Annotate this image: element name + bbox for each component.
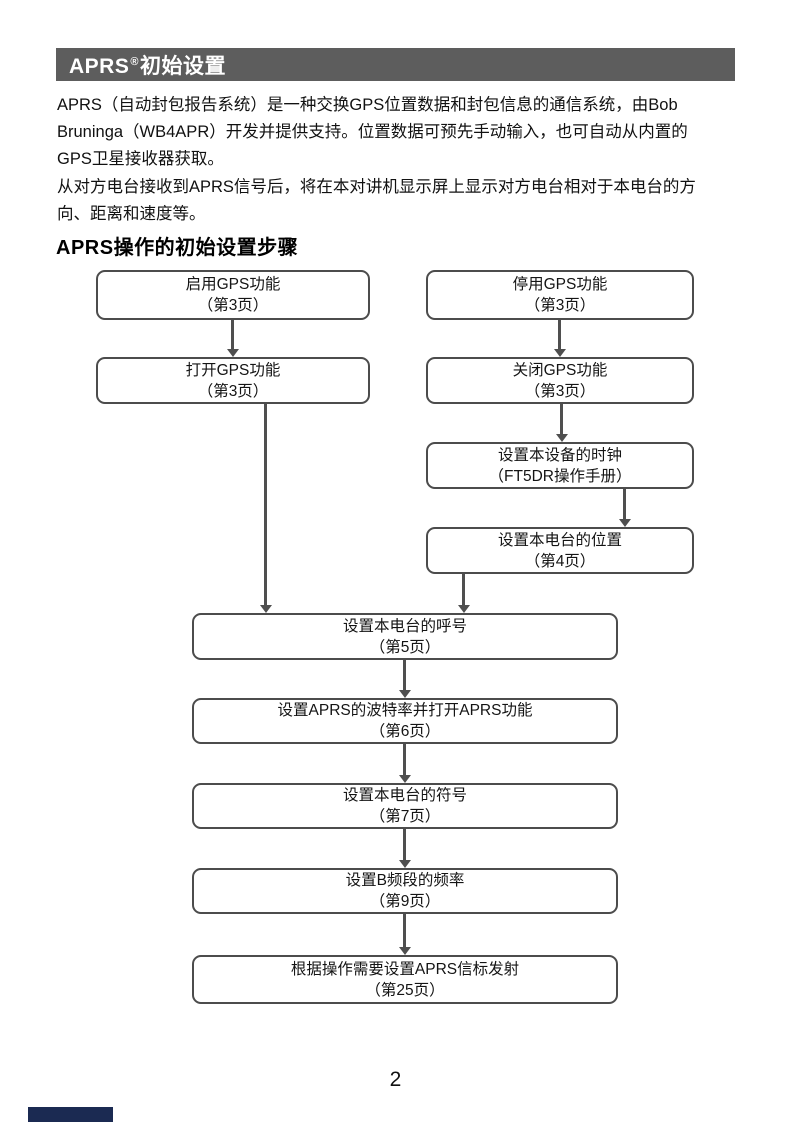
flow-box-enable-gps: 启用GPS功能 （第3页）: [96, 270, 370, 320]
flow-box-set-beacon-tx: 根据操作需要设置APRS信标发射 （第25页）: [192, 955, 618, 1004]
flow-box-turn-on-gps: 打开GPS功能 （第3页）: [96, 357, 370, 404]
flow-box-title: 设置B频段的频率: [345, 872, 465, 889]
section-heading: APRS操作的初始设置步骤: [56, 237, 299, 259]
flow-arrow-down: [231, 320, 234, 349]
flow-arrow-down: [403, 914, 406, 947]
flow-box-turn-off-gps: 关闭GPS功能 （第3页）: [426, 357, 694, 404]
flow-box-set-callsign: 设置本电台的呼号 （第5页）: [192, 613, 618, 660]
section-header-bar: APRS®初始设置: [56, 48, 735, 81]
flow-arrow-down: [403, 744, 406, 775]
flow-box-title: 设置本电台的符号: [342, 787, 467, 804]
flow-box-page-ref: （FT5DR操作手册）: [488, 467, 632, 485]
flow-box-title: 根据操作需要设置APRS信标发射: [290, 960, 520, 978]
receive-info-paragraph: 从对方电台接收到APRS信号后，将在本对讲机显示屏上显示对方电台相对于本电台的方…: [57, 174, 739, 228]
receive-info-paragraph-line: 从对方电台接收到APRS信号后，将在本对讲机显示屏上显示对方电台相对于本电台的方: [57, 178, 696, 196]
receive-info-paragraph-line: 向、距离和速度等。: [57, 205, 206, 223]
intro-paragraph: APRS（自动封包报告系统）是一种交换GPS位置数据和封包信息的通信系统，由Bo…: [57, 92, 739, 173]
flow-box-page-ref: （第4页）: [524, 552, 596, 570]
flow-arrow-down: [462, 574, 465, 605]
flow-box-page-ref: （第5页）: [369, 638, 441, 656]
flow-box-set-clock: 设置本设备的时钟 （FT5DR操作手册）: [426, 442, 694, 489]
flow-box-page-ref: （第3页）: [524, 297, 596, 314]
flow-box-title: 关闭GPS功能: [512, 361, 608, 379]
header-title-main: APRS: [69, 54, 130, 78]
flow-box-title: 设置本电台的呼号: [342, 617, 467, 635]
page-number: 2: [389, 1068, 402, 1091]
flow-arrow-down: [623, 489, 626, 519]
flow-arrow-down: [558, 320, 561, 349]
intro-paragraph-line: APRS（自动封包报告系统）是一种交换GPS位置数据和封包信息的通信系统，由Bo…: [57, 96, 678, 114]
flow-box-disable-gps: 停用GPS功能 （第3页）: [426, 270, 694, 320]
flow-box-page-ref: （第3页）: [197, 382, 269, 400]
header-title: APRS®初始设置: [69, 50, 226, 80]
flow-box-page-ref: （第6页）: [369, 723, 441, 740]
flow-arrow-down-long: [264, 404, 267, 605]
flow-box-page-ref: （第7页）: [369, 808, 441, 825]
flow-box-page-ref: （第9页）: [369, 893, 441, 910]
flow-box-title: 停用GPS功能: [512, 276, 608, 293]
flow-arrow-down: [403, 829, 406, 860]
flow-box-title: 设置APRS的波特率并打开APRS功能: [277, 702, 533, 719]
flow-box-set-band-b-frequency: 设置B频段的频率 （第9页）: [192, 868, 618, 914]
flow-box-title: 启用GPS功能: [185, 276, 281, 293]
flow-box-title: 设置本设备的时钟: [497, 446, 622, 464]
flow-box-set-station-symbol: 设置本电台的符号 （第7页）: [192, 783, 618, 829]
intro-paragraph-line: GPS卫星接收器获取。: [57, 150, 224, 168]
flow-arrow-down: [403, 660, 406, 690]
flow-box-page-ref: （第25页）: [365, 981, 445, 999]
flow-box-title: 设置本电台的位置: [497, 531, 622, 549]
flow-box-title: 打开GPS功能: [185, 361, 281, 379]
flow-box-page-ref: （第3页）: [524, 382, 596, 400]
flow-box-set-aprs-baud-rate: 设置APRS的波特率并打开APRS功能 （第6页）: [192, 698, 618, 744]
flow-box-set-station-position: 设置本电台的位置 （第4页）: [426, 527, 694, 574]
flow-arrow-down: [560, 404, 563, 434]
header-title-rest: 初始设置: [139, 54, 226, 78]
registered-trademark-symbol: ®: [130, 55, 139, 68]
intro-paragraph-line: Bruninga（WB4APR）开发并提供支持。位置数据可预先手动输入，也可自动…: [57, 123, 688, 141]
flow-box-page-ref: （第3页）: [197, 297, 269, 314]
footer-accent-bar: [28, 1107, 113, 1122]
